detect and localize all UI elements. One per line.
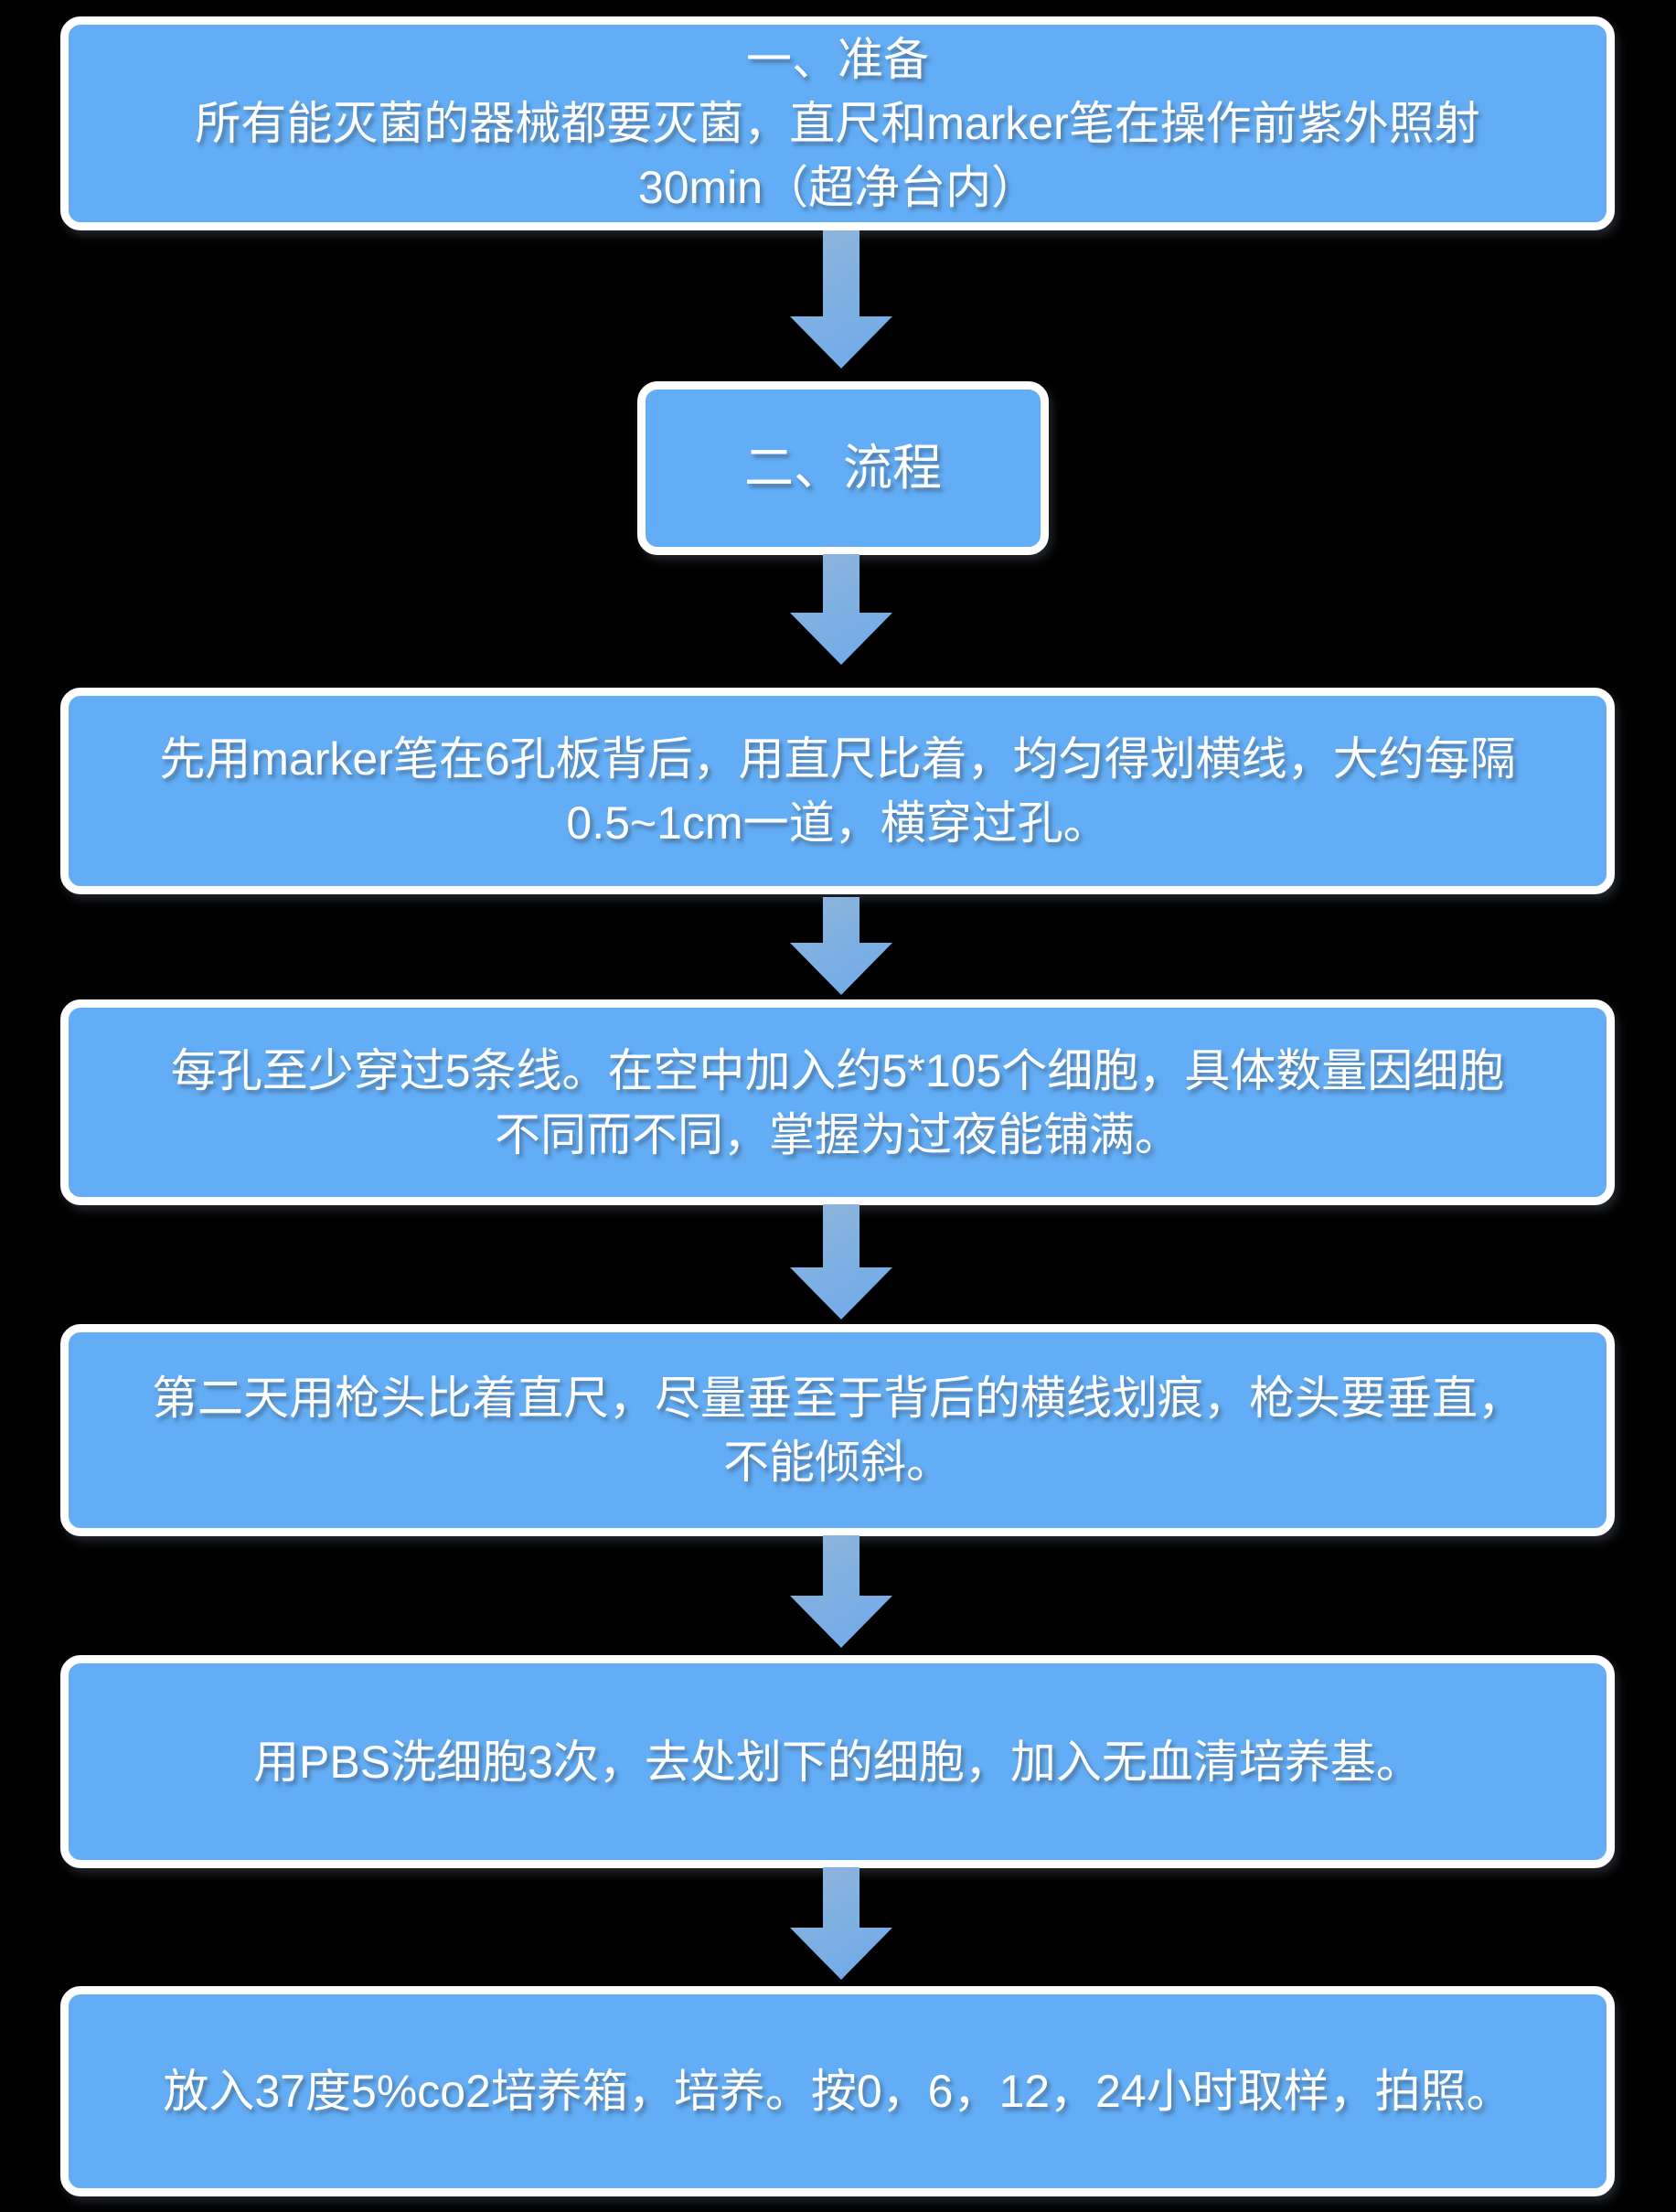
step-text-line: 所有能灭菌的器械都要灭菌，直尺和marker笔在操作前紫外照射: [195, 98, 1480, 149]
flow-step-wash: 用PBS洗细胞3次，去处划下的细胞，加入无血清培养基。: [60, 1655, 1615, 1868]
down-arrow-icon: [790, 1867, 892, 1980]
flow-step-preparation: 一、准备 所有能灭菌的器械都要灭菌，直尺和marker笔在操作前紫外照射 30m…: [60, 16, 1615, 230]
flow-step-draw-lines: 先用marker笔在6孔板背后，用直尺比着，均匀得划横线，大约每隔 0.5~1c…: [60, 688, 1615, 894]
step-text-line: 放入37度5%co2培养箱，培养。按0，6，12，24小时取样，拍照。: [163, 2066, 1512, 2117]
step-text-line: 二、流程: [744, 441, 942, 496]
step-text-line: 不同而不同，掌握为过夜能铺满。: [495, 1108, 1180, 1160]
flow-step-scratch: 第二天用枪头比着直尺，尽量垂至于背后的横线划痕，枪头要垂直， 不能倾斜。: [60, 1324, 1615, 1536]
flow-step-incubate: 放入37度5%co2培养箱，培养。按0，6，12，24小时取样，拍照。: [60, 1986, 1615, 2196]
down-arrow-icon: [790, 554, 892, 665]
step-text-line: 一、准备: [746, 34, 929, 85]
step-text-line: 先用marker笔在6孔板背后，用直尺比着，均匀得划横线，大约每隔: [159, 733, 1516, 785]
step-text-line: 每孔至少穿过5条线。在空中加入约5*105个细胞，具体数量因细胞: [170, 1044, 1505, 1096]
step-text-line: 30min（超净台内）: [637, 162, 1038, 213]
step-text-line: 第二天用枪头比着直尺，尽量垂至于背后的横线划痕，枪头要垂直，: [152, 1373, 1523, 1424]
down-arrow-icon: [790, 230, 892, 369]
step-text-line: 0.5~1cm一道，横穿过孔。: [566, 797, 1109, 849]
step-text-line: 不能倾斜。: [723, 1437, 952, 1488]
flow-step-seed-cells: 每孔至少穿过5条线。在空中加入约5*105个细胞，具体数量因细胞 不同而不同，掌…: [60, 999, 1615, 1205]
down-arrow-icon: [790, 897, 892, 995]
step-text-line: 用PBS洗细胞3次，去处划下的细胞，加入无血清培养基。: [253, 1736, 1422, 1788]
down-arrow-icon: [790, 1535, 892, 1648]
flow-step-process-title: 二、流程: [637, 381, 1049, 555]
down-arrow-icon: [790, 1204, 892, 1320]
